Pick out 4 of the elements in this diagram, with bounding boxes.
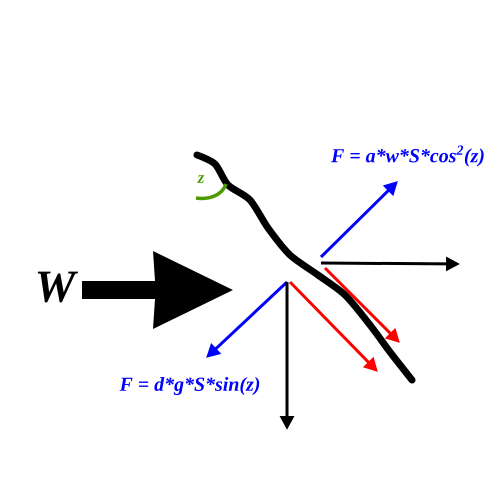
formula-label: F = a*w*S*cos$^{2}$(z)	[331, 146, 484, 166]
formula-label: F = d*g*S*sin(z)	[120, 376, 260, 396]
angle-label: z	[197, 175, 204, 183]
wind-label: W	[38, 272, 78, 302]
